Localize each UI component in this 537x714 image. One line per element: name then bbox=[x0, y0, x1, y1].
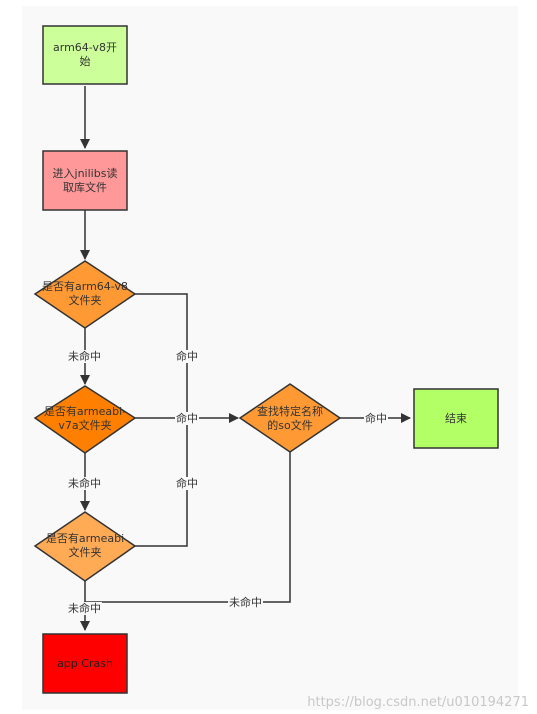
end-node-label: 结束 bbox=[445, 411, 467, 425]
check-armeabi-label: 是否有armeabi文件夹 bbox=[45, 532, 125, 559]
start-node-shape bbox=[42, 25, 128, 85]
edge-arm64-hit bbox=[135, 293, 188, 418]
edge-label-find-miss: 未命中 bbox=[228, 596, 263, 609]
check-arm64-label: 是否有arm64-v8文件夹 bbox=[42, 280, 128, 307]
check-arm64-shape bbox=[33, 260, 137, 329]
flowchart-shapes bbox=[33, 25, 499, 694]
start-node-label: arm64-v8开始 bbox=[53, 41, 117, 68]
check-armeabi-shape bbox=[33, 511, 137, 582]
edge-label-arm64-miss: 未命中 bbox=[67, 350, 102, 363]
find-so-label: 查找特定名称的so文件 bbox=[257, 405, 323, 432]
edge-label-find-hit: 命中 bbox=[364, 412, 388, 425]
edge-find-miss bbox=[85, 452, 291, 603]
find-so-shape bbox=[238, 383, 342, 453]
check-v7a-shape bbox=[33, 385, 137, 454]
edge-label-v7a-hit: 命中 bbox=[175, 412, 199, 425]
edge-label-arm64-hit: 命中 bbox=[175, 350, 199, 363]
enter-node-label: 进入jnilibs读取库文件 bbox=[52, 166, 118, 194]
crash-node-label: app Crash bbox=[57, 656, 113, 670]
crash-node-shape bbox=[42, 633, 128, 694]
end-node-shape bbox=[413, 388, 499, 449]
enter-node-shape bbox=[42, 150, 128, 211]
edge-armeabi-hit bbox=[135, 418, 188, 547]
edge-label-armeabi-hit: 命中 bbox=[175, 477, 199, 490]
edge-label-v7a-miss: 未命中 bbox=[67, 477, 102, 490]
check-v7a-label: 是否有armeabi-v7a文件夹 bbox=[43, 405, 127, 432]
edge-label-armeabi-miss: 未命中 bbox=[67, 602, 102, 615]
flowchart-canvas: arm64-v8开始 进入jnilibs读取库文件 是否有arm64-v8文件夹… bbox=[22, 6, 518, 710]
watermark: https://blog.csdn.net/u010194271 bbox=[307, 695, 529, 710]
